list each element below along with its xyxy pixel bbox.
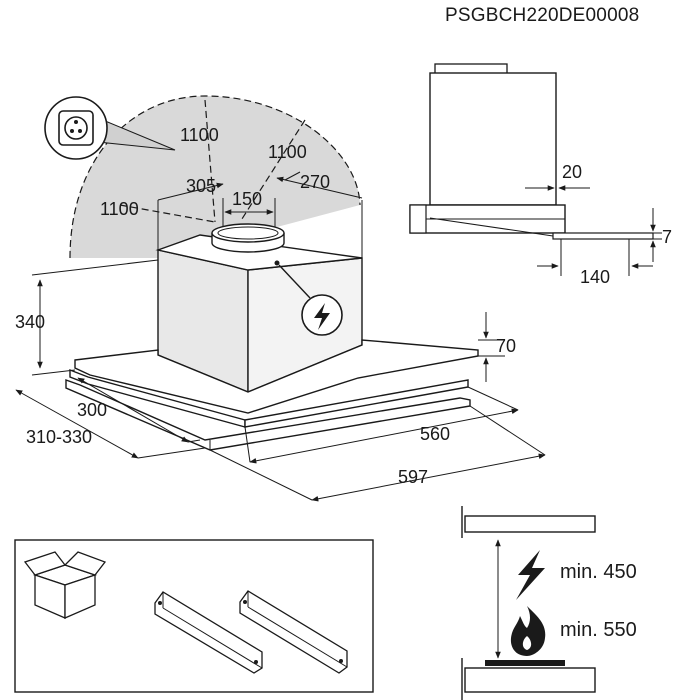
front-lip-label: 7 — [662, 227, 672, 247]
clearance-diagram — [461, 506, 596, 700]
outlet-left-offset-label: 305 — [186, 176, 216, 196]
electric-warning-icon — [314, 303, 330, 330]
outlet-right-offset-label: 270 — [300, 172, 330, 192]
reach-left-label: 1100 — [100, 199, 139, 219]
reach-arc-label: 1100 — [180, 125, 219, 145]
width-inner-label: 560 — [420, 424, 450, 444]
depth-inner-label: 300 — [77, 400, 107, 420]
outlet-collar — [211, 223, 285, 253]
mounting-bracket-icon-2 — [239, 590, 348, 674]
canopy-thickness-label: 70 — [496, 336, 516, 356]
outlet-diameter-label: 150 — [232, 189, 262, 209]
product-code: PSGBCH220DE00008 — [445, 5, 640, 26]
socket-callout — [44, 96, 176, 160]
front-lip-dimension — [640, 208, 662, 262]
side-offset-dimension — [525, 175, 590, 205]
flame-icon — [510, 606, 546, 656]
canopy-thickness-dimension — [478, 312, 505, 382]
mounting-bracket-icon — [154, 591, 263, 674]
electric-warning-callout — [274, 260, 343, 336]
reach-right-label: 1100 — [268, 142, 307, 162]
side-offset-label: 20 — [562, 162, 582, 182]
package-contents-panel — [14, 539, 374, 693]
depth-range-label: 310-330 — [26, 427, 92, 447]
drawer-extension-label: 140 — [580, 267, 610, 287]
outlet-dimensions — [157, 171, 363, 258]
gas-clearance-label: min. 550 — [560, 619, 637, 641]
width-total-label: 597 — [398, 467, 428, 487]
drawer-extension-dimension — [537, 239, 653, 276]
side-view — [409, 63, 654, 240]
lightning-icon — [516, 550, 545, 600]
electric-clearance-label: min. 450 — [560, 561, 637, 583]
depth-dimensions — [15, 377, 206, 459]
box-icon — [23, 551, 107, 619]
chimney-height-dimension — [31, 259, 159, 376]
chimney-height-label: 340 — [15, 312, 45, 332]
width-dimensions — [209, 386, 546, 502]
socket-icon — [58, 110, 94, 146]
